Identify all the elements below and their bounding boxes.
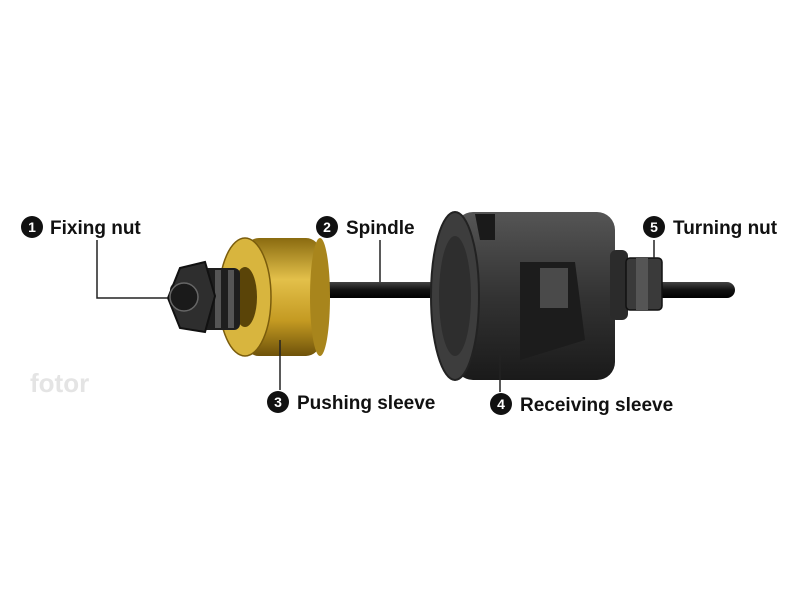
callout-2: 2 Spindle [316, 216, 415, 239]
receiving-sleeve [430, 211, 628, 381]
svg-text:2: 2 [323, 219, 331, 235]
watermark: fotor [30, 368, 89, 398]
fixing-nut [166, 260, 240, 334]
pushing-sleeve [218, 237, 330, 357]
callout-5: 5 Turning nut [643, 216, 778, 239]
label-spindle: Spindle [346, 218, 415, 239]
svg-text:3: 3 [274, 394, 282, 410]
leader-lines [96, 240, 655, 392]
callout-4: 4 Receiving sleeve [490, 393, 673, 416]
label-fixing-nut: Fixing nut [50, 218, 141, 239]
label-pushing-sleeve: Pushing sleeve [297, 393, 435, 414]
callout-1: 1 Fixing nut [21, 216, 141, 239]
svg-text:5: 5 [650, 219, 658, 235]
callout-3: 3 Pushing sleeve [267, 391, 435, 414]
label-turning-nut: Turning nut [673, 218, 778, 239]
svg-text:1: 1 [28, 219, 36, 235]
label-receiving-sleeve: Receiving sleeve [520, 395, 673, 416]
turning-nut [625, 257, 663, 311]
svg-text:4: 4 [497, 396, 505, 412]
